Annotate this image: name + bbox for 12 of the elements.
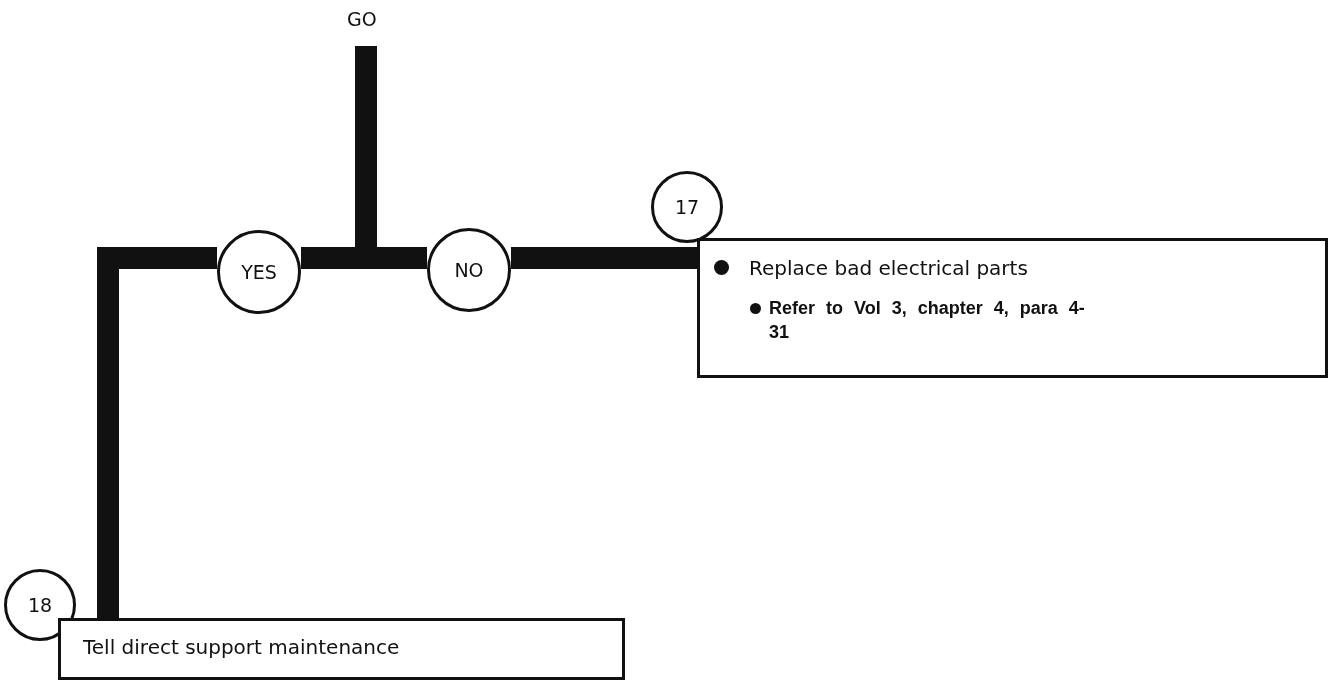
- reference-text: Refer to Vol 3, chapter 4, para 4-31: [769, 297, 1086, 345]
- step-number-circle: 17: [651, 171, 723, 243]
- step-number-circle: 18: [4, 569, 76, 641]
- answer-circle: NO: [427, 228, 511, 312]
- action-box: [58, 618, 625, 680]
- connector-bar: [511, 247, 697, 269]
- action-box: [697, 238, 1328, 378]
- start-label: GO: [347, 8, 395, 34]
- answer-circle: YES: [217, 230, 301, 314]
- action-text: Tell direct support maintenance: [83, 635, 400, 659]
- action-text: Replace bad electrical parts: [749, 255, 1028, 282]
- connector-bar: [97, 247, 217, 618]
